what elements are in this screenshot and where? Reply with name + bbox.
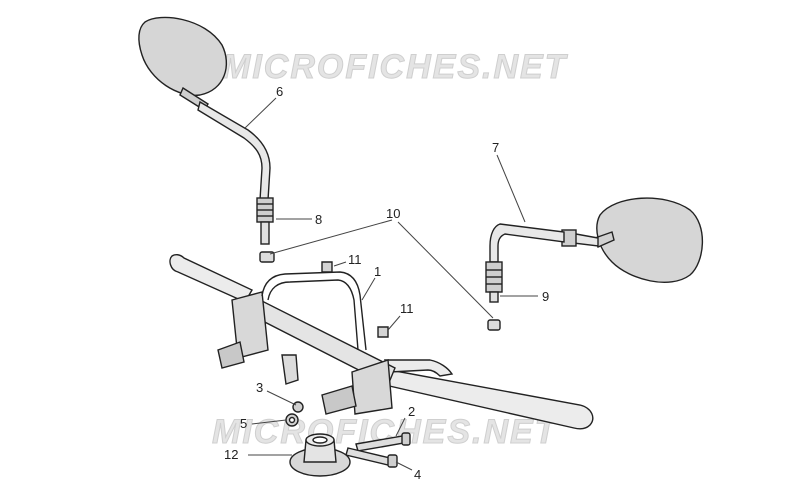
callout-11-lower: 11: [400, 301, 414, 316]
spacer-left: [259, 251, 275, 263]
screw-4-head: [387, 454, 398, 468]
callout-3: 3: [256, 380, 263, 395]
callout-1: 1: [374, 264, 381, 279]
spacer-right: [487, 319, 501, 331]
right-mirror: [485, 197, 704, 303]
callout-4: 4: [414, 467, 421, 482]
bolt-11-lower: [377, 326, 389, 338]
nut-5-hole: [288, 416, 296, 424]
callout-5: 5: [240, 416, 247, 431]
callout-12: 12: [224, 447, 238, 462]
left-mirror: [138, 16, 274, 245]
screw-2-head: [401, 432, 411, 446]
bolt-11-upper: [321, 261, 333, 273]
callout-9: 9: [542, 289, 549, 304]
handlebar: [169, 253, 594, 430]
callout-10: 10: [386, 206, 400, 221]
watermark-top: MICROFICHES.NET: [222, 48, 569, 86]
leader-lines: [244, 97, 538, 471]
callout-6: 6: [276, 84, 283, 99]
callout-2: 2: [408, 404, 415, 419]
callout-7: 7: [492, 140, 499, 155]
callout-8: 8: [315, 212, 322, 227]
callout-11-upper: 11: [348, 252, 362, 267]
watermark-bottom: MICROFICHES.NET: [212, 413, 559, 451]
washer-3: [292, 401, 304, 413]
mount-12: [289, 433, 351, 477]
